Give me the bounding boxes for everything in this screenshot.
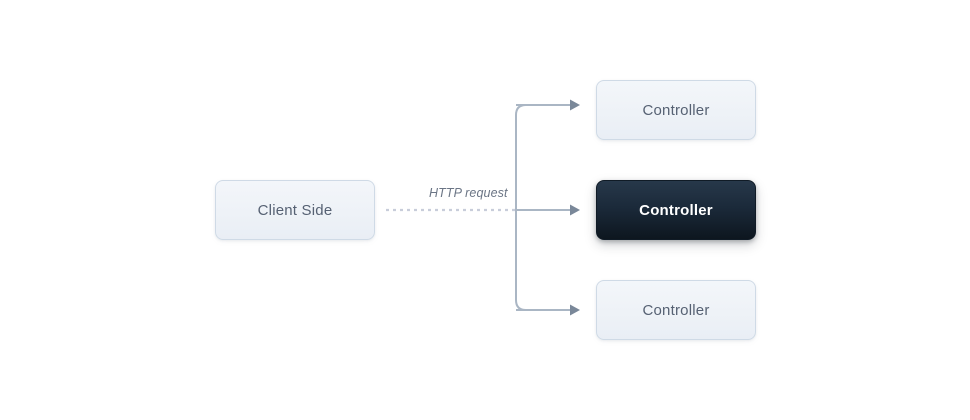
- node-controller-top-label: Controller: [642, 101, 710, 119]
- node-controller-middle-active[interactable]: Controller: [596, 180, 756, 240]
- arrow-head-top: [570, 99, 580, 111]
- arrow-head-bottom: [570, 304, 580, 316]
- node-controller-middle-label: Controller: [639, 201, 713, 219]
- branch-trunk: [515, 104, 561, 311]
- node-controller-top[interactable]: Controller: [596, 80, 756, 140]
- node-client-side-label: Client Side: [257, 201, 333, 219]
- http-request-label: HTTP request: [429, 186, 508, 200]
- node-controller-bottom-label: Controller: [642, 301, 710, 319]
- node-controller-bottom[interactable]: Controller: [596, 280, 756, 340]
- node-client-side[interactable]: Client Side: [215, 180, 375, 240]
- arrow-head-middle: [570, 204, 580, 216]
